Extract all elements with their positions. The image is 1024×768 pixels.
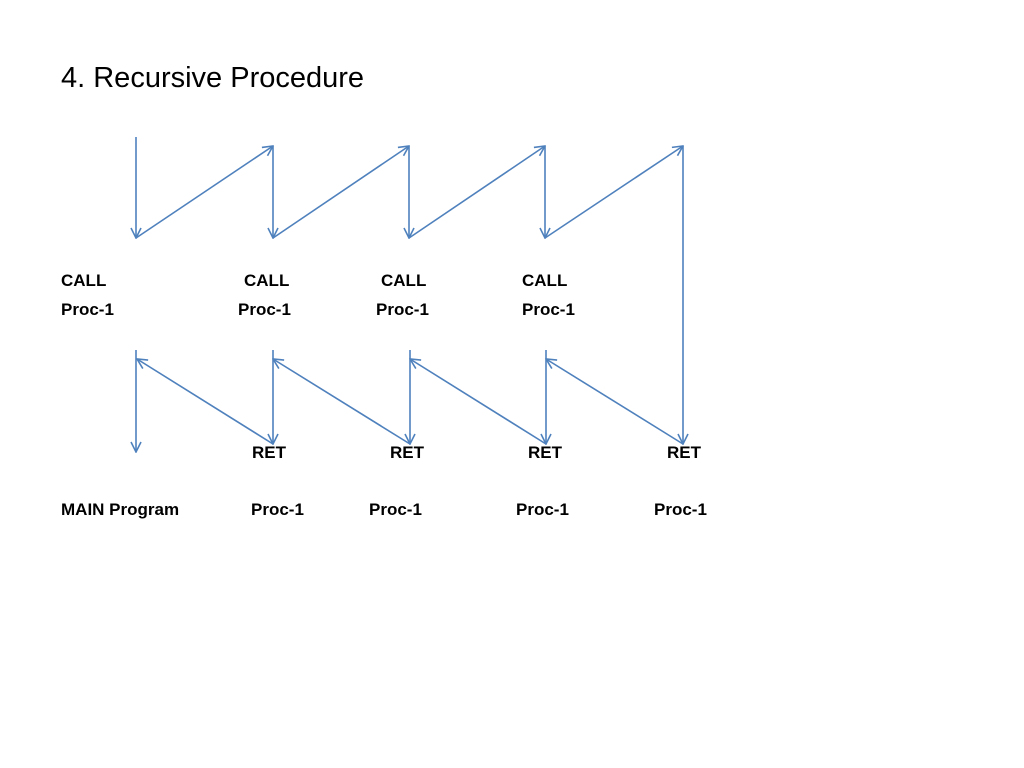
call-proc-label-1: Proc-1: [61, 300, 114, 319]
proc-label-2: Proc-1: [369, 500, 422, 519]
proc-label-4: Proc-1: [654, 500, 707, 519]
call-label-2: CALL: [244, 271, 290, 290]
slide-title: 4. Recursive Procedure: [61, 62, 365, 94]
ret-label-4: RET: [667, 443, 701, 462]
call-label-4: CALL: [522, 271, 568, 290]
ret-label-3: RET: [528, 443, 562, 462]
call-diagonal-arrow-1: [135, 146, 273, 239]
ret-label-1: RET: [252, 443, 286, 462]
call-proc-label-4: Proc-1: [522, 300, 575, 319]
main-program-label: MAIN Program: [61, 500, 180, 519]
return-diagonal-arrow-4: [546, 359, 684, 445]
call-label-3: CALL: [381, 271, 427, 290]
call-proc-label-3: Proc-1: [376, 300, 429, 319]
proc-label-3: Proc-1: [516, 500, 569, 519]
return-diagonal-arrow-1: [137, 359, 274, 445]
return-diagonal-arrow-3: [410, 359, 547, 445]
call-diagonal-arrow-4: [544, 146, 683, 239]
proc-label-1: Proc-1: [251, 500, 304, 519]
call-proc-label-2: Proc-1: [238, 300, 291, 319]
call-diagonal-arrow-3: [408, 146, 545, 239]
call-label-1: CALL: [61, 271, 107, 290]
return-diagonal-arrow-2: [273, 359, 411, 445]
call-diagonal-arrow-2: [272, 146, 409, 239]
ret-label-2: RET: [390, 443, 424, 462]
